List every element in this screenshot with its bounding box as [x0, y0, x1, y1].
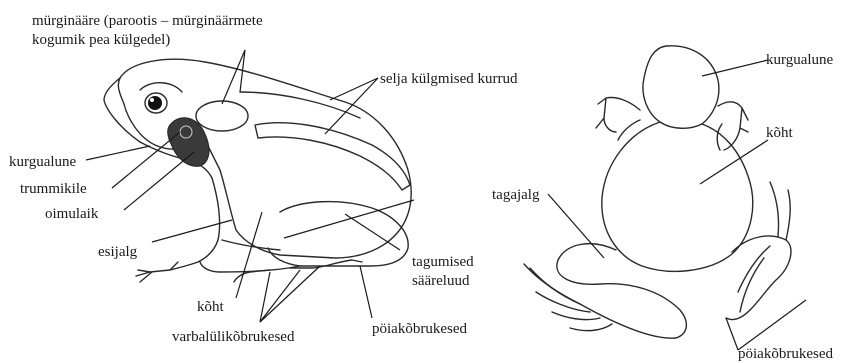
- label-tagajalg: tagajalg: [492, 187, 540, 203]
- labels: mürginääre (parootis – mürginäärmete kog…: [9, 13, 834, 362]
- leader-kurgualune-left: [86, 146, 150, 160]
- frog-side-view: [104, 59, 411, 282]
- front-leg: [150, 178, 220, 272]
- leader-koht-right: [700, 140, 768, 184]
- hind-thigh: [268, 202, 408, 266]
- label-tagumised-line1: tagumised: [412, 254, 474, 270]
- label-esijalg: esijalg: [98, 244, 138, 260]
- label-koht-right: kõht: [766, 125, 794, 141]
- label-murginaare-line2: kogumik pea külgedel): [32, 32, 170, 48]
- parotoid-gland: [196, 101, 248, 131]
- dorsolateral-fold-upper: [240, 92, 360, 118]
- label-murginaare-line1: mürginääre (parootis – mürginäärmete: [32, 13, 263, 29]
- ventral-head: [643, 46, 719, 128]
- ventral-hind-leg-left: [524, 244, 686, 338]
- label-koht-left: kõht: [197, 299, 225, 315]
- leader-tagumised-b: [284, 200, 414, 238]
- leader-poiako-left: [360, 266, 372, 318]
- label-kurgualune-left: kurgualune: [9, 154, 77, 170]
- leader-oimulaik: [124, 152, 194, 210]
- label-poiako-left: pöiakõbrukesed: [372, 321, 467, 337]
- hind-foot: [234, 260, 362, 282]
- leader-varba-b: [260, 270, 300, 322]
- eye-ridge: [140, 83, 182, 92]
- label-selja-kurrud: selja külgmised kurrud: [380, 71, 518, 87]
- label-trummikile: trummikile: [20, 181, 87, 197]
- leader-fold-b: [325, 78, 378, 134]
- dorsolateral-fold: [255, 123, 410, 190]
- leader-koht-left: [236, 212, 262, 298]
- leader-trummikile: [112, 132, 180, 188]
- label-varbaluli: varbalülikõbrukesed: [172, 329, 295, 345]
- ventral-left-foot-toes: [530, 268, 612, 331]
- leader-kurgualune-right: [702, 60, 768, 76]
- ventral-hind-leg-right: [726, 236, 791, 320]
- ventral-right-foot-toes: [738, 182, 790, 312]
- hind-shin: [200, 262, 300, 272]
- label-poiako-right: pöiakõbrukesed: [738, 346, 833, 362]
- frog-side-snout: [104, 78, 140, 142]
- eardrum-patch: [168, 118, 209, 166]
- leader-lines: [86, 50, 806, 350]
- ventral-body: [602, 122, 753, 271]
- leader-tagajalg: [548, 194, 604, 258]
- leader-poiako-right-a: [726, 318, 738, 350]
- leader-poiako-right-b: [738, 300, 806, 350]
- ventral-front-leg-left: [596, 98, 640, 141]
- pupil: [148, 96, 162, 110]
- leader-tagumised-a: [345, 214, 400, 250]
- eye-highlight: [150, 98, 154, 102]
- leader-fold-a: [330, 78, 378, 100]
- label-oimulaik: oimulaik: [45, 206, 99, 222]
- frog-ventral-view: [524, 46, 791, 338]
- ventral-front-leg-right: [717, 102, 748, 150]
- label-kurgualune-right: kurgualune: [766, 52, 834, 68]
- label-tagumised-line2: sääreluud: [412, 273, 470, 289]
